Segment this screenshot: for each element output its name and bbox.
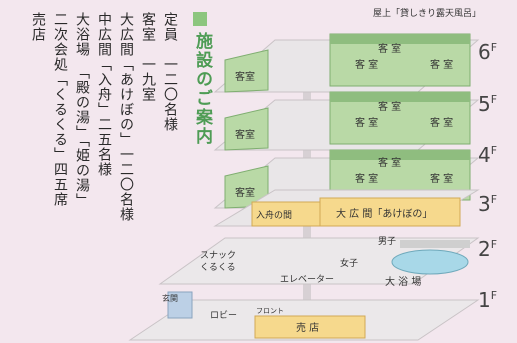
floor-label-2f: 2F xyxy=(478,237,498,261)
info-line-rooms: 客室 一九室 xyxy=(140,12,156,102)
female-bath-label: 女子 xyxy=(340,257,358,269)
hall-akebono xyxy=(319,197,461,227)
hall-label-akebono: 大 広 間「あけぼの」 xyxy=(336,207,432,220)
info-line-banquet-hall: 大広間「あけぼの」一二〇名様 xyxy=(118,12,134,222)
hall-label-irifune: 入舟の間 xyxy=(256,209,292,221)
info-line-medium-hall: 中広間「入舟」二五名様 xyxy=(96,12,112,177)
entrance-label: 玄関 xyxy=(162,293,178,303)
room-label-6f-a: 客 室 xyxy=(355,58,378,71)
room-label-5f-a: 客 室 xyxy=(355,116,378,129)
info-line-bath: 大浴場 「殿の湯」「姫の湯」 xyxy=(74,12,90,208)
title-marker xyxy=(193,12,207,26)
room-label-6f-side: 客室 xyxy=(235,70,255,83)
room-label-5f-main: 客 室 xyxy=(378,100,401,113)
kurukuru-label: くるくる xyxy=(200,262,236,273)
room-label-4f-b: 客 室 xyxy=(430,172,453,185)
roof-4f xyxy=(330,150,470,160)
room-label-5f-side: 客室 xyxy=(235,128,255,141)
room-label-4f-main: 客 室 xyxy=(378,156,401,169)
section-title: 施設のご案内 xyxy=(192,32,212,146)
room-block-6f-side xyxy=(224,49,269,93)
bath-label: 大 浴 場 xyxy=(385,275,421,288)
entrance-door xyxy=(167,291,193,319)
snack-label: スナック xyxy=(200,250,236,261)
male-bath-label: 男子 xyxy=(378,236,396,247)
room-label-4f-a: 客 室 xyxy=(355,172,378,185)
room-label-5f-b: 客 室 xyxy=(430,116,453,129)
floor-label-5f: 5F xyxy=(478,92,498,116)
front-desk-label: フロント xyxy=(256,307,284,315)
floor-label-6f: 6F xyxy=(478,40,498,64)
room-label-4f-side: 客室 xyxy=(235,186,255,199)
room-label-6f-b: 客 室 xyxy=(430,58,453,71)
info-line-after-party: 二次会処「くるくる」四五席 xyxy=(52,12,68,207)
shop-label: 売 店 xyxy=(296,321,319,334)
roof-6f xyxy=(330,34,470,44)
roof-5f xyxy=(330,92,470,102)
floor-label-3f: 3F xyxy=(478,192,498,216)
slab-2f xyxy=(158,237,480,285)
info-line-shop: 売店 xyxy=(30,12,46,42)
bath-pool xyxy=(391,249,469,275)
rooftop-label: 屋上「貸しきり露天風呂」 xyxy=(373,7,481,19)
elevator-label: エレベーター xyxy=(280,274,334,285)
info-line-capacity: 定員 一二〇名様 xyxy=(162,12,178,132)
shop-block xyxy=(254,315,366,339)
hall-irifune xyxy=(251,201,321,227)
floor-label-4f: 4F xyxy=(478,143,498,167)
room-block-5f-side xyxy=(224,107,269,151)
floor-label-1f: 1F xyxy=(478,288,498,312)
lobby-label: ロビー xyxy=(210,310,237,321)
room-label-6f-main: 客 室 xyxy=(378,42,401,55)
bath-wall xyxy=(400,240,470,248)
